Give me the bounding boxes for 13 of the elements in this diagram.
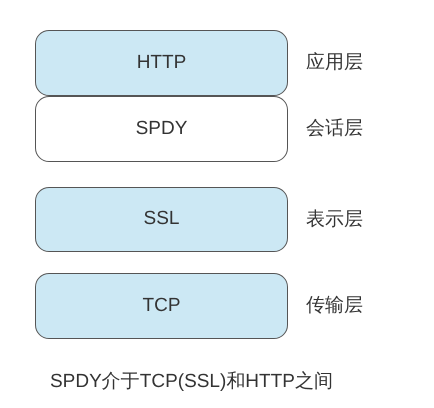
layer-label: 传输层 xyxy=(306,296,363,315)
layer-box xyxy=(35,187,288,252)
protocol-name: SSL xyxy=(144,207,180,232)
protocol-name: TCP xyxy=(142,294,180,318)
layer-label: 会话层 xyxy=(306,119,363,138)
layer-label: 应用层 xyxy=(306,53,363,72)
layer-box xyxy=(35,30,288,96)
layer-box xyxy=(35,96,288,162)
caption: SPDY介于TCP(SSL)和HTTP之间 xyxy=(50,370,333,394)
protocol-name: HTTP xyxy=(136,50,186,75)
protocol-name: SPDY xyxy=(136,116,188,141)
layer-box xyxy=(35,273,288,339)
layer-label: 表示层 xyxy=(306,210,363,228)
